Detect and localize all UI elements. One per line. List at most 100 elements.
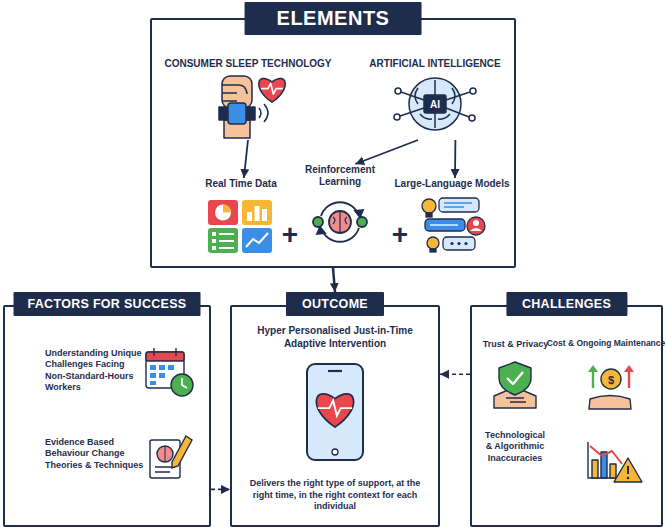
element-group: CONSUMER SLEEP TECHNOLOGY xyxy=(163,58,333,140)
trust-shield-icon xyxy=(507,372,523,384)
challenge-item: Technological & Algorithmic Inaccuracies xyxy=(482,430,548,475)
ai-brain-icon xyxy=(394,78,476,130)
phone-icon xyxy=(307,364,363,460)
data-dashboard-icon xyxy=(208,200,272,253)
wearable-icon xyxy=(261,83,283,94)
element-group: ARTIFICIAL INTELLIGENCE xyxy=(350,58,520,140)
wearable-icon xyxy=(222,100,237,102)
item-label: Cost & Ongoing Maintenance xyxy=(551,339,661,349)
notebook-icon xyxy=(157,446,173,462)
data-dashboard-icon xyxy=(219,240,234,242)
data-dashboard-icon xyxy=(212,239,216,243)
calendar-clock-icon xyxy=(150,373,156,378)
warning-chart-icon xyxy=(592,460,598,478)
element-item: Large-Language Models xyxy=(392,178,512,263)
calendar-clock-icon xyxy=(146,352,184,361)
factor-item: Understanding Unique Challenges Facing N… xyxy=(45,348,147,403)
calendar-clock-icon xyxy=(171,374,193,396)
chat-bubbles-icon xyxy=(457,242,460,245)
warning-chart-icon xyxy=(610,464,616,478)
data-dashboard-icon xyxy=(212,232,234,250)
learning-cycle-icon xyxy=(317,227,325,234)
item-label: Understanding Unique Challenges Facing N… xyxy=(45,348,147,393)
ai-brain-icon xyxy=(470,88,476,94)
item-label: Evidence Based Behaviour Change Theories… xyxy=(45,437,147,471)
learning-cycle-icon xyxy=(357,217,367,227)
data-dashboard-icon xyxy=(255,206,260,221)
ai-brain-icon xyxy=(469,115,475,121)
data-dashboard-icon xyxy=(212,246,216,250)
challenge-item: Trust & Privacy xyxy=(478,339,553,409)
wearable-icon xyxy=(222,92,237,94)
trust-shield-icon xyxy=(499,362,531,395)
warning-chart-icon xyxy=(614,458,642,482)
phone-icon xyxy=(307,364,363,460)
data-dashboard-icon xyxy=(247,212,252,221)
section-box: CONSUMER SLEEP TECHNOLOGYARTIFICIAL INTE… xyxy=(150,2,516,268)
notebook-icon xyxy=(172,436,192,468)
ai-brain-icon xyxy=(400,92,470,117)
calendar-clock-icon xyxy=(150,365,174,385)
calendar-clock-icon xyxy=(159,365,165,370)
section-heading: OUTCOME xyxy=(286,292,384,316)
element-item: Real Time Data xyxy=(193,178,289,263)
chat-bubbles-icon xyxy=(425,219,465,231)
chat-bubbles-icon xyxy=(470,228,482,231)
chat-bubbles-icon xyxy=(426,213,432,217)
connector-arrow xyxy=(454,140,456,178)
warning-chart-icon xyxy=(627,466,629,474)
calendar-clock-icon xyxy=(150,365,156,370)
learning-cycle-icon xyxy=(333,211,347,233)
dashed-arrow xyxy=(211,489,230,491)
warning-chart-icon xyxy=(627,477,630,480)
chat-bubbles-icon xyxy=(422,198,485,252)
section-frame xyxy=(3,305,211,527)
section-heading: FACTORS FOR SUCCESS xyxy=(14,292,201,316)
learning-cycle-icon xyxy=(313,217,323,227)
wearable-icon xyxy=(259,79,285,103)
cost-coin-icon xyxy=(588,365,634,409)
chat-bubbles-icon xyxy=(467,217,485,235)
phone-icon xyxy=(328,370,342,372)
calendar-clock-icon xyxy=(182,378,187,388)
phone-icon xyxy=(316,394,353,427)
ai-brain-icon xyxy=(424,95,446,113)
calendar-clock-icon xyxy=(168,365,174,370)
item-label: Large-Language Models xyxy=(392,178,512,190)
warning-chart-icon xyxy=(590,446,622,464)
data-dashboard-icon xyxy=(262,209,267,221)
cost-coin-icon xyxy=(588,365,598,372)
element-heading: ARTIFICIAL INTELLIGENCE xyxy=(350,58,520,70)
wearable-icon xyxy=(259,79,285,103)
data-dashboard-icon xyxy=(215,205,231,221)
chat-bubbles-icon xyxy=(422,199,436,213)
section-box: Understanding Unique Challenges Facing N… xyxy=(3,292,211,527)
currency-symbol: $ xyxy=(608,374,614,385)
chat-bubbles-icon xyxy=(430,249,436,252)
notebook-icon xyxy=(150,436,192,478)
element-item: Reinforcement Learning xyxy=(295,164,385,249)
data-dashboard-icon xyxy=(242,228,272,253)
chat-bubbles-icon xyxy=(444,203,472,207)
data-dashboard-icon xyxy=(219,233,234,235)
section-frame xyxy=(150,18,516,268)
chat-bubbles-icon xyxy=(473,220,479,226)
wearable-icon xyxy=(259,108,261,118)
connector-arrow xyxy=(355,140,418,164)
chat-bubbles-icon xyxy=(430,224,458,225)
phone-icon xyxy=(332,449,338,455)
section-frame xyxy=(470,305,663,527)
cost-coin-icon xyxy=(589,396,631,410)
wearable-icon xyxy=(222,84,237,86)
section-box: OUTCOMEHyper Personalised Just-in-Time A… xyxy=(230,292,440,527)
item-label: Trust & Privacy xyxy=(478,339,553,349)
ai-brain-icon xyxy=(415,88,455,119)
cost-coin-icon xyxy=(624,365,634,372)
trust-shield-icon xyxy=(506,398,526,402)
section-heading: ELEMENTS xyxy=(245,2,422,35)
outcome-description: Delivers the right type of support, at t… xyxy=(248,478,422,513)
wearable-icon xyxy=(237,85,247,94)
learning-cycle-icon xyxy=(313,202,367,242)
element-heading: CONSUMER SLEEP TECHNOLOGY xyxy=(163,58,333,70)
